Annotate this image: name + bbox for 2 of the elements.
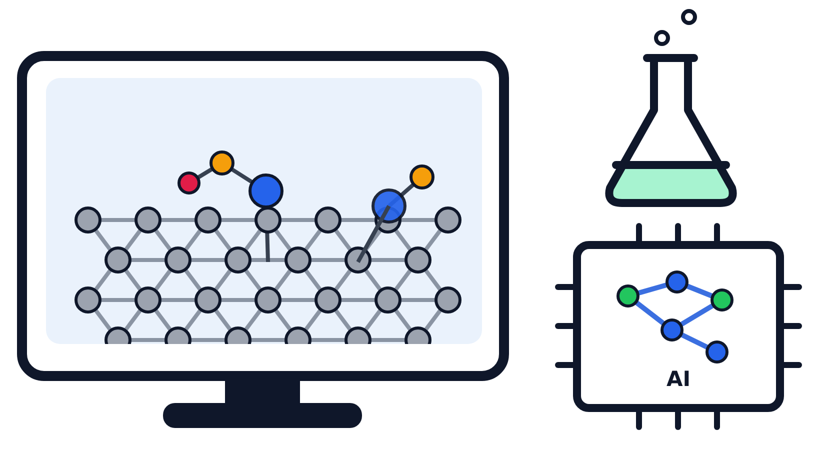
chip-outline <box>573 241 784 412</box>
chip-label: AI <box>666 369 691 390</box>
